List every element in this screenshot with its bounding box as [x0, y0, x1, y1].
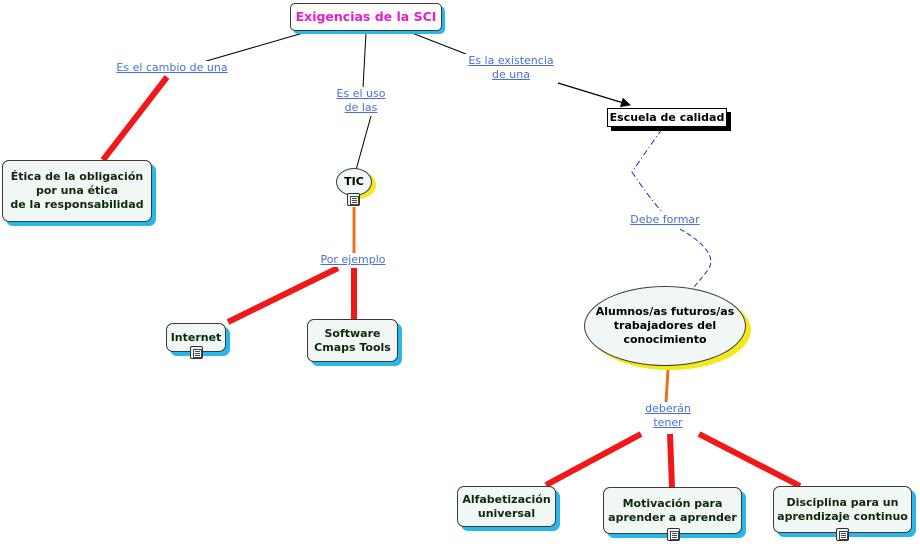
connector-existencia-escuela [557, 82, 631, 108]
concept-escuela-label: Escuela de calidad [609, 110, 725, 124]
connector-formar-alumnos [679, 228, 712, 288]
concept-motivacion-label: Motivación para aprender a aprender [608, 496, 737, 524]
tic-resource-document-icon[interactable] [347, 193, 360, 206]
concept-etica-label: Ética de la obligación por una ética de … [10, 170, 144, 211]
concept-escuela[interactable]: Escuela de calidad [607, 108, 727, 127]
concept-alumnos-label: Alumnos/as futuros/as trabajadores del c… [595, 305, 735, 346]
concept-disciplina-label: Disciplina para un aprendizaje continuo [777, 495, 908, 523]
connector-root-uso [362, 32, 367, 89]
connector-ejemplo-internet [226, 265, 340, 325]
link-label-uso[interactable]: Es el uso de las [333, 87, 389, 115]
connector-cambio-etica [100, 75, 170, 162]
concept-software[interactable]: Software Cmaps Tools [307, 319, 398, 362]
connector-deberan-motivacion [667, 433, 675, 488]
link-label-deberan[interactable]: deberán tener [638, 402, 698, 430]
concept-software-label: Software Cmaps Tools [314, 326, 391, 354]
connector-uso-tic [355, 115, 372, 171]
concept-etica[interactable]: Ética de la obligación por una ética de … [2, 160, 152, 222]
link-label-formar[interactable]: Debe formar [626, 213, 704, 227]
concept-motivacion[interactable]: Motivación para aprender a aprender [603, 487, 742, 534]
concept-internet-label: Internet [170, 330, 222, 344]
connector-root-cambio [202, 32, 304, 63]
link-label-cambio[interactable]: Es el cambio de una [111, 61, 233, 75]
link-label-existencia[interactable]: Es la existencia de una [465, 54, 557, 82]
concept-alfabetizacion-label: Alfabetización universal [462, 492, 551, 520]
concept-disciplina[interactable]: Disciplina para un aprendizaje continuo [773, 486, 912, 533]
connector-root-existencia [411, 32, 467, 55]
concept-alumnos[interactable]: Alumnos/as futuros/as trabajadores del c… [584, 286, 746, 366]
concept-root[interactable]: Exigencias de la SCI [290, 3, 442, 31]
concept-alfabetizacion[interactable]: Alfabetización universal [457, 486, 556, 527]
connector-escuela-formar [631, 128, 663, 213]
connector-deberan-disciplina [697, 431, 802, 489]
concept-root-label: Exigencias de la SCI [295, 9, 437, 24]
disciplina-resource-document-icon[interactable] [836, 528, 849, 541]
concept-tic-label: TIC [344, 175, 364, 188]
motivacion-resource-document-icon[interactable] [667, 528, 680, 541]
connector-alumnos-deberan [664, 369, 670, 403]
concept-tic[interactable]: TIC [336, 168, 372, 196]
connector-deberan-alfabetizacion [544, 431, 643, 488]
link-label-ejemplo[interactable]: Por ejemplo [316, 253, 390, 267]
internet-resource-document-icon[interactable] [190, 346, 203, 359]
